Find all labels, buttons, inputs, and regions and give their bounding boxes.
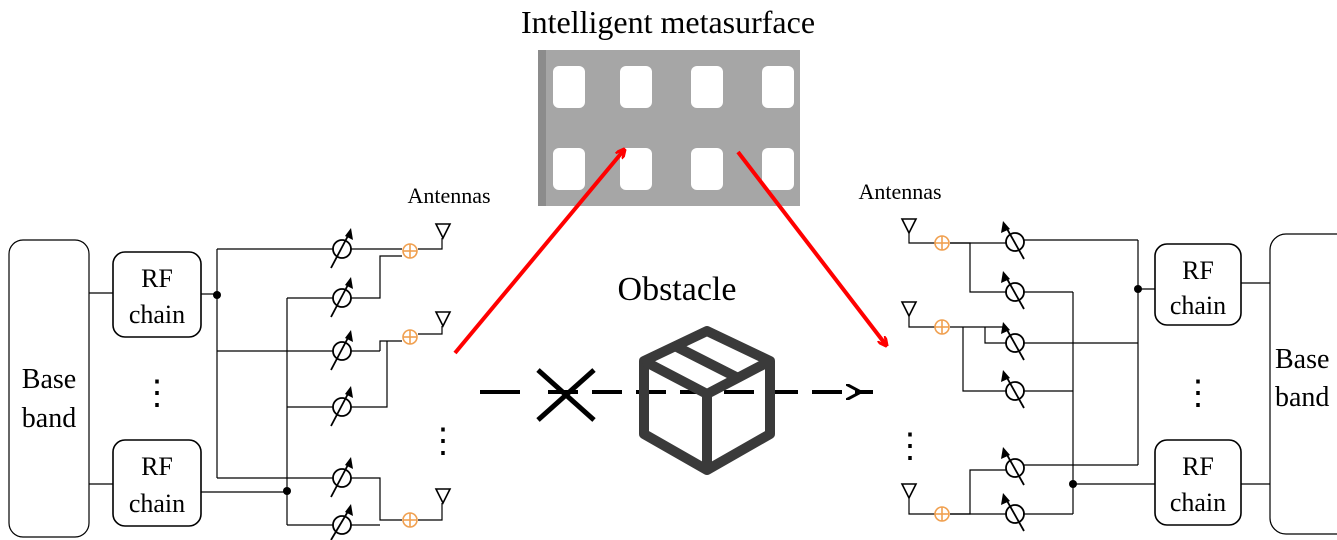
adder-icon	[402, 243, 418, 259]
rx-wiring	[908, 233, 1270, 515]
tx-rf-chain-2: RF chain	[112, 439, 202, 527]
adder-icon	[934, 235, 950, 251]
tx-baseband: Base band	[8, 239, 90, 538]
tx-rf-ellipsis: ⋮	[140, 375, 174, 412]
rx-junction-2	[1069, 480, 1077, 488]
rx-antennas-label: Antennas	[858, 179, 941, 204]
box-icon	[639, 326, 775, 475]
phase-shifter-icon	[330, 228, 353, 269]
phase-shifter-icon	[330, 277, 353, 318]
svg-text:band: band	[1275, 382, 1329, 413]
svg-text:chain: chain	[129, 300, 185, 329]
phase-shifter-icon	[1001, 221, 1025, 260]
phase-shifter-icon	[1001, 370, 1025, 409]
phase-shifter-icon	[1001, 493, 1025, 532]
tx-rf-chain-1: RF chain	[112, 251, 202, 338]
rx-antenna-ellipsis: ⋮	[893, 428, 927, 465]
incident-arrow	[453, 150, 624, 355]
tx-junction-2	[283, 487, 291, 495]
adder-icon	[402, 512, 418, 528]
phase-shifter-icon	[330, 386, 353, 427]
rx-rf-chain-1: RF chain	[1154, 243, 1242, 326]
tx-antennas-label: Antennas	[407, 183, 490, 208]
svg-text:Base: Base	[1275, 344, 1329, 375]
antenna-icon	[434, 311, 452, 328]
svg-text:chain: chain	[1170, 291, 1226, 320]
tx-antenna-ellipsis: ⋮	[426, 423, 460, 460]
antenna-icon	[434, 488, 452, 505]
adder-icon	[402, 329, 418, 345]
phase-shifter-icon	[330, 330, 353, 371]
phase-shifter-icon	[330, 504, 353, 540]
obstacle-label: Obstacle	[618, 271, 737, 308]
svg-text:RF: RF	[1182, 452, 1214, 481]
phase-shifter-icon	[1001, 447, 1025, 486]
antenna-icon	[900, 483, 918, 500]
tx-junction-1	[213, 291, 221, 299]
rx-rf-chain-2: RF chain	[1154, 439, 1242, 526]
reflected-arrow	[736, 150, 886, 345]
svg-text:Base: Base	[22, 364, 76, 395]
phase-shifter-icon	[330, 457, 353, 498]
adder-icon	[934, 319, 950, 335]
svg-text:RF: RF	[141, 264, 173, 293]
svg-text:RF: RF	[141, 452, 173, 481]
rx-baseband: Base band	[1269, 233, 1337, 535]
metasurface-title: Intelligent metasurface	[521, 4, 815, 40]
svg-text:chain: chain	[129, 489, 185, 518]
tx-wiring	[89, 238, 443, 526]
phase-shifter-icon	[1001, 271, 1025, 310]
svg-text:RF: RF	[1182, 256, 1214, 285]
svg-text:chain: chain	[1170, 488, 1226, 517]
adder-icon	[934, 506, 950, 522]
phase-shifter-icon	[1001, 322, 1025, 361]
metasurface	[538, 50, 800, 206]
svg-text:band: band	[22, 403, 76, 434]
rx-rf-ellipsis: ⋮	[1181, 375, 1215, 412]
antenna-icon	[434, 223, 452, 240]
antenna-icon	[900, 218, 918, 235]
rx-junction-1	[1134, 285, 1142, 293]
cross-icon	[536, 368, 596, 422]
antenna-icon	[900, 301, 918, 318]
